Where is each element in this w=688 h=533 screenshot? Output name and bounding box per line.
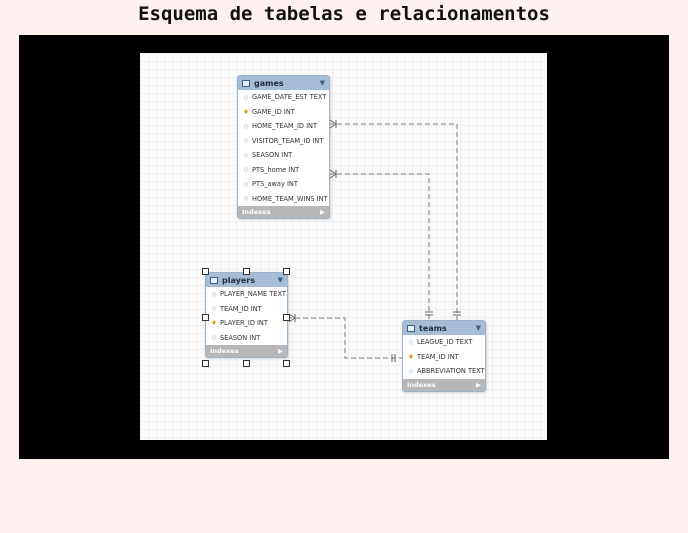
table-header[interactable]: games ▼ [238, 76, 329, 90]
diamond-icon: ◇ [211, 305, 217, 313]
relationship-games-home-team[interactable] [329, 119, 461, 321]
table-games[interactable]: games ▼ ◇GAME_DATE_EST TEXT ♦GAME_ID INT… [237, 75, 330, 219]
diagram-frame: games ▼ ◇GAME_DATE_EST TEXT ♦GAME_ID INT… [19, 35, 669, 459]
column-label: HOME_TEAM_WINS INT [252, 194, 328, 203]
column-label: LEAGUE_ID TEXT [417, 338, 473, 347]
resize-handle[interactable] [283, 268, 290, 275]
column-row[interactable]: ◇PTS_away INT [238, 177, 329, 192]
diamond-icon: ◇ [211, 290, 217, 298]
key-icon: ♦ [210, 319, 218, 328]
indexes-label: Indexes [407, 380, 436, 389]
column-label: HOME_TEAM_ID INT [252, 122, 318, 131]
column-label: PLAYER_NAME TEXT [220, 290, 286, 299]
resize-handle[interactable] [202, 268, 209, 275]
table-name: games [254, 78, 284, 88]
table-icon [407, 324, 415, 332]
table-header[interactable]: players ▼ [206, 273, 287, 287]
column-row[interactable]: ♦PLAYER_ID INT [206, 316, 287, 331]
page-title: Esquema de tabelas e relacionamentos [138, 3, 550, 25]
diamond-icon: ◇ [243, 151, 249, 159]
diamond-icon: ◇ [408, 338, 414, 346]
resize-handle[interactable] [283, 314, 290, 321]
diamond-icon: ◇ [243, 137, 249, 145]
triangle-right-icon[interactable]: ▶ [320, 208, 325, 216]
relationship-players-team[interactable] [287, 313, 402, 362]
column-row[interactable]: ◇TEAM_ID INT [206, 302, 287, 317]
column-row[interactable]: ◇LEAGUE_ID TEXT [403, 335, 485, 350]
key-icon: ♦ [242, 107, 250, 116]
column-label: SEASON INT [220, 333, 261, 342]
column-label: PLAYER_ID INT [220, 319, 268, 328]
relationship-connectors [287, 119, 461, 362]
column-row[interactable]: ♦GAME_ID INT [238, 105, 329, 120]
column-row[interactable]: ◇SEASON INT [238, 148, 329, 163]
resize-handle[interactable] [283, 360, 290, 367]
triangle-right-icon[interactable]: ▶ [476, 380, 481, 389]
diamond-icon: ◇ [243, 166, 249, 174]
diamond-icon: ◇ [211, 334, 217, 342]
table-header[interactable]: teams ▼ [403, 321, 485, 335]
indexes-bar[interactable]: Indexes ▶ [206, 345, 287, 357]
diamond-icon: ◇ [243, 180, 249, 188]
table-teams[interactable]: teams ▼ ◇LEAGUE_ID TEXT ♦TEAM_ID INT ◇AB… [402, 320, 486, 392]
chevron-down-icon[interactable]: ▼ [319, 79, 325, 87]
table-name: players [222, 275, 255, 285]
indexes-label: Indexes [210, 347, 239, 355]
diagram-canvas[interactable]: games ▼ ◇GAME_DATE_EST TEXT ♦GAME_ID INT… [140, 53, 547, 440]
column-label: PTS_home INT [252, 165, 300, 174]
indexes-label: Indexes [242, 208, 271, 216]
diamond-icon: ◇ [243, 93, 249, 101]
column-row[interactable]: ♦TEAM_ID INT [403, 350, 485, 365]
column-label: SEASON INT [252, 151, 293, 160]
table-name: teams [419, 323, 447, 333]
column-row[interactable]: ◇HOME_TEAM_ID INT [238, 119, 329, 134]
column-row[interactable]: ◇GAME_DATE_EST TEXT [238, 90, 329, 105]
key-icon: ♦ [407, 352, 415, 361]
column-label: GAME_ID INT [252, 107, 295, 116]
diamond-icon: ◇ [243, 122, 249, 130]
column-row[interactable]: ◇ABBREVIATION TEXT [403, 364, 485, 379]
resize-handle[interactable] [202, 314, 209, 321]
chevron-down-icon[interactable]: ▼ [277, 276, 283, 284]
column-label: VISITOR_TEAM_ID INT [252, 136, 324, 145]
table-players[interactable]: players ▼ ◇PLAYER_NAME TEXT ◇TEAM_ID INT… [205, 272, 288, 358]
diamond-icon: ◇ [408, 367, 414, 375]
indexes-bar[interactable]: Indexes ▶ [403, 378, 485, 391]
column-row[interactable]: ◇PLAYER_NAME TEXT [206, 287, 287, 302]
column-row[interactable]: ◇PTS_home INT [238, 163, 329, 178]
column-label: PTS_away INT [252, 180, 298, 189]
table-icon [242, 79, 250, 87]
column-label: ABBREVIATION TEXT [417, 367, 485, 376]
column-label: TEAM_ID INT [417, 352, 459, 361]
column-row[interactable]: ◇HOME_TEAM_WINS INT [238, 192, 329, 207]
column-label: TEAM_ID INT [220, 304, 262, 313]
triangle-right-icon[interactable]: ▶ [278, 347, 283, 355]
column-label: GAME_DATE_EST TEXT [252, 93, 327, 102]
column-row[interactable]: ◇SEASON INT [206, 331, 287, 346]
indexes-bar[interactable]: Indexes ▶ [238, 206, 329, 218]
resize-handle[interactable] [202, 360, 209, 367]
diamond-icon: ◇ [243, 195, 249, 203]
chevron-down-icon[interactable]: ▼ [475, 324, 481, 332]
table-icon [210, 276, 218, 284]
resize-handle[interactable] [243, 268, 250, 275]
column-row[interactable]: ◇VISITOR_TEAM_ID INT [238, 134, 329, 149]
relationship-games-visitor-team[interactable] [329, 169, 433, 321]
resize-handle[interactable] [243, 360, 250, 367]
